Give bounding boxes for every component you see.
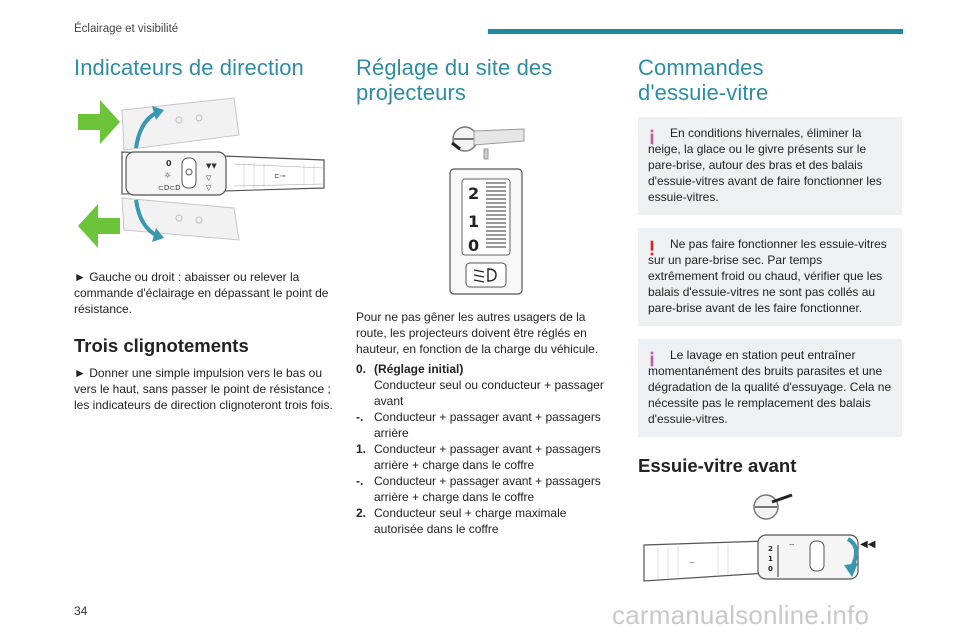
section-title-wiper: Commandes d'essuie-vitre	[638, 55, 902, 105]
arrow-left-icon	[78, 204, 120, 248]
column-headlamp-adjustment: Réglage du site des projecteurs	[356, 55, 616, 537]
page-number: 34	[74, 604, 88, 618]
steering-wheel-icon	[753, 493, 793, 520]
warning-icon	[650, 240, 654, 256]
note-text: Ne pas faire fonctionner les essuie-vitr…	[648, 237, 887, 315]
svg-text:▽: ▽	[206, 184, 212, 192]
column-direction-indicators: Indicateurs de direction 0 ☼ ⊂D⊂D ▼▼	[74, 55, 336, 413]
list-key: 1.	[356, 442, 367, 456]
headlamp-level-icon	[473, 268, 497, 283]
list-label: (Réglage initial)	[374, 362, 464, 376]
paragraph-headlamp-intro: Pour ne pas gêner les autres usagers de …	[356, 310, 599, 356]
svg-text:▼▼: ▼▼	[206, 162, 217, 170]
running-header: Éclairage et visibilité	[74, 23, 179, 35]
headlamp-settings-list: 0. (Réglage initial) Conducteur seul ou c…	[356, 361, 616, 537]
note-text: En conditions hivernales, éliminer la ne…	[648, 126, 882, 204]
svg-text:0: 0	[166, 159, 172, 168]
headlamp-dial-illustration: 2 1 0	[356, 119, 616, 299]
dial-label-1: 1	[468, 212, 479, 231]
wiper-stalk-illustration: ⌔ ⌔ 2 1 0 ◀◀	[638, 485, 902, 605]
fast-forward-icon: ◀◀	[860, 539, 876, 550]
list-text: Conducteur seul + charge maximale autori…	[374, 506, 567, 536]
section-title-direction: Indicateurs de direction	[74, 55, 304, 80]
section-title-wiper-line1: Commandes	[638, 55, 764, 80]
turn-signal-illustration: 0 ☼ ⊂D⊂D ▼▼ ▽ ▽ ⊏⊸	[74, 90, 336, 255]
list-text: Conducteur + passager avant + passagers …	[374, 474, 601, 504]
paragraph-turn-signal: ► Gauche ou droit : abaisser ou relever …	[74, 270, 329, 316]
header-accent-bar	[488, 29, 903, 34]
list-value: (Réglage initial) Conducteur seul ou cond…	[374, 361, 616, 409]
list-key: 0.	[356, 362, 367, 376]
wiper-label-1: 1	[768, 555, 773, 563]
info-icon	[650, 129, 654, 145]
wiper-label-2: 2	[768, 545, 773, 553]
list-item: 1. Conducteur + passager avant + passage…	[356, 441, 616, 473]
svg-text:⌔: ⌔	[688, 560, 696, 569]
svg-text:⊂D⊂D: ⊂D⊂D	[158, 184, 181, 192]
paragraph-three-flashes: ► Donner une simple impulsion vers le ba…	[74, 366, 333, 412]
arrow-right-icon	[78, 100, 120, 144]
dial-label-0: 0	[468, 236, 479, 255]
section-title-headlamp-text: Réglage du site des projecteurs	[356, 55, 553, 105]
svg-text:☼: ☼	[164, 171, 171, 180]
subtitle-front-wiper: Essuie-vitre avant	[638, 455, 797, 476]
section-title-headlamp: Réglage du site des projecteurs	[356, 55, 616, 105]
list-item: -. Conducteur + passager avant + passage…	[356, 473, 616, 505]
list-item: -. Conducteur + passager avant + passage…	[356, 409, 616, 441]
wiper-label-0: 0	[768, 565, 773, 573]
list-text: Conducteur seul ou conducteur + passager…	[374, 378, 604, 408]
list-item: 2. Conducteur seul + charge maximale aut…	[356, 505, 616, 537]
svg-text:⌔: ⌔	[788, 542, 796, 551]
info-icon	[650, 351, 654, 367]
warning-note-dry: Ne pas faire fonctionner les essuie-vitr…	[638, 228, 902, 326]
list-text: Conducteur + passager avant + passagers …	[374, 442, 601, 472]
steering-wheel-icon	[451, 126, 525, 160]
note-text: Le lavage en station peut entraîner mome…	[648, 348, 892, 426]
subtitle-three-flashes: Trois clignotements	[74, 335, 249, 356]
list-key: -.	[356, 474, 364, 488]
list-key: -.	[356, 410, 364, 424]
list-item: 0. (Réglage initial) Conducteur seul ou c…	[356, 361, 616, 409]
arrow-down-icon	[844, 563, 858, 577]
svg-text:⊏⊸: ⊏⊸	[274, 172, 286, 180]
list-key: 2.	[356, 506, 367, 520]
info-note-winter: En conditions hivernales, éliminer la ne…	[638, 117, 902, 215]
watermark: carmanualsonline.info	[612, 600, 870, 630]
list-text: Conducteur + passager avant + passagers …	[374, 410, 601, 440]
info-note-car-wash: Le lavage en station peut entraîner mome…	[638, 339, 902, 437]
section-title-wiper-line2: d'essuie-vitre	[638, 80, 769, 105]
column-wiper-controls: Commandes d'essuie-vitre En conditions h…	[638, 55, 902, 605]
dial-label-2: 2	[468, 184, 479, 203]
svg-text:▽: ▽	[206, 174, 212, 182]
